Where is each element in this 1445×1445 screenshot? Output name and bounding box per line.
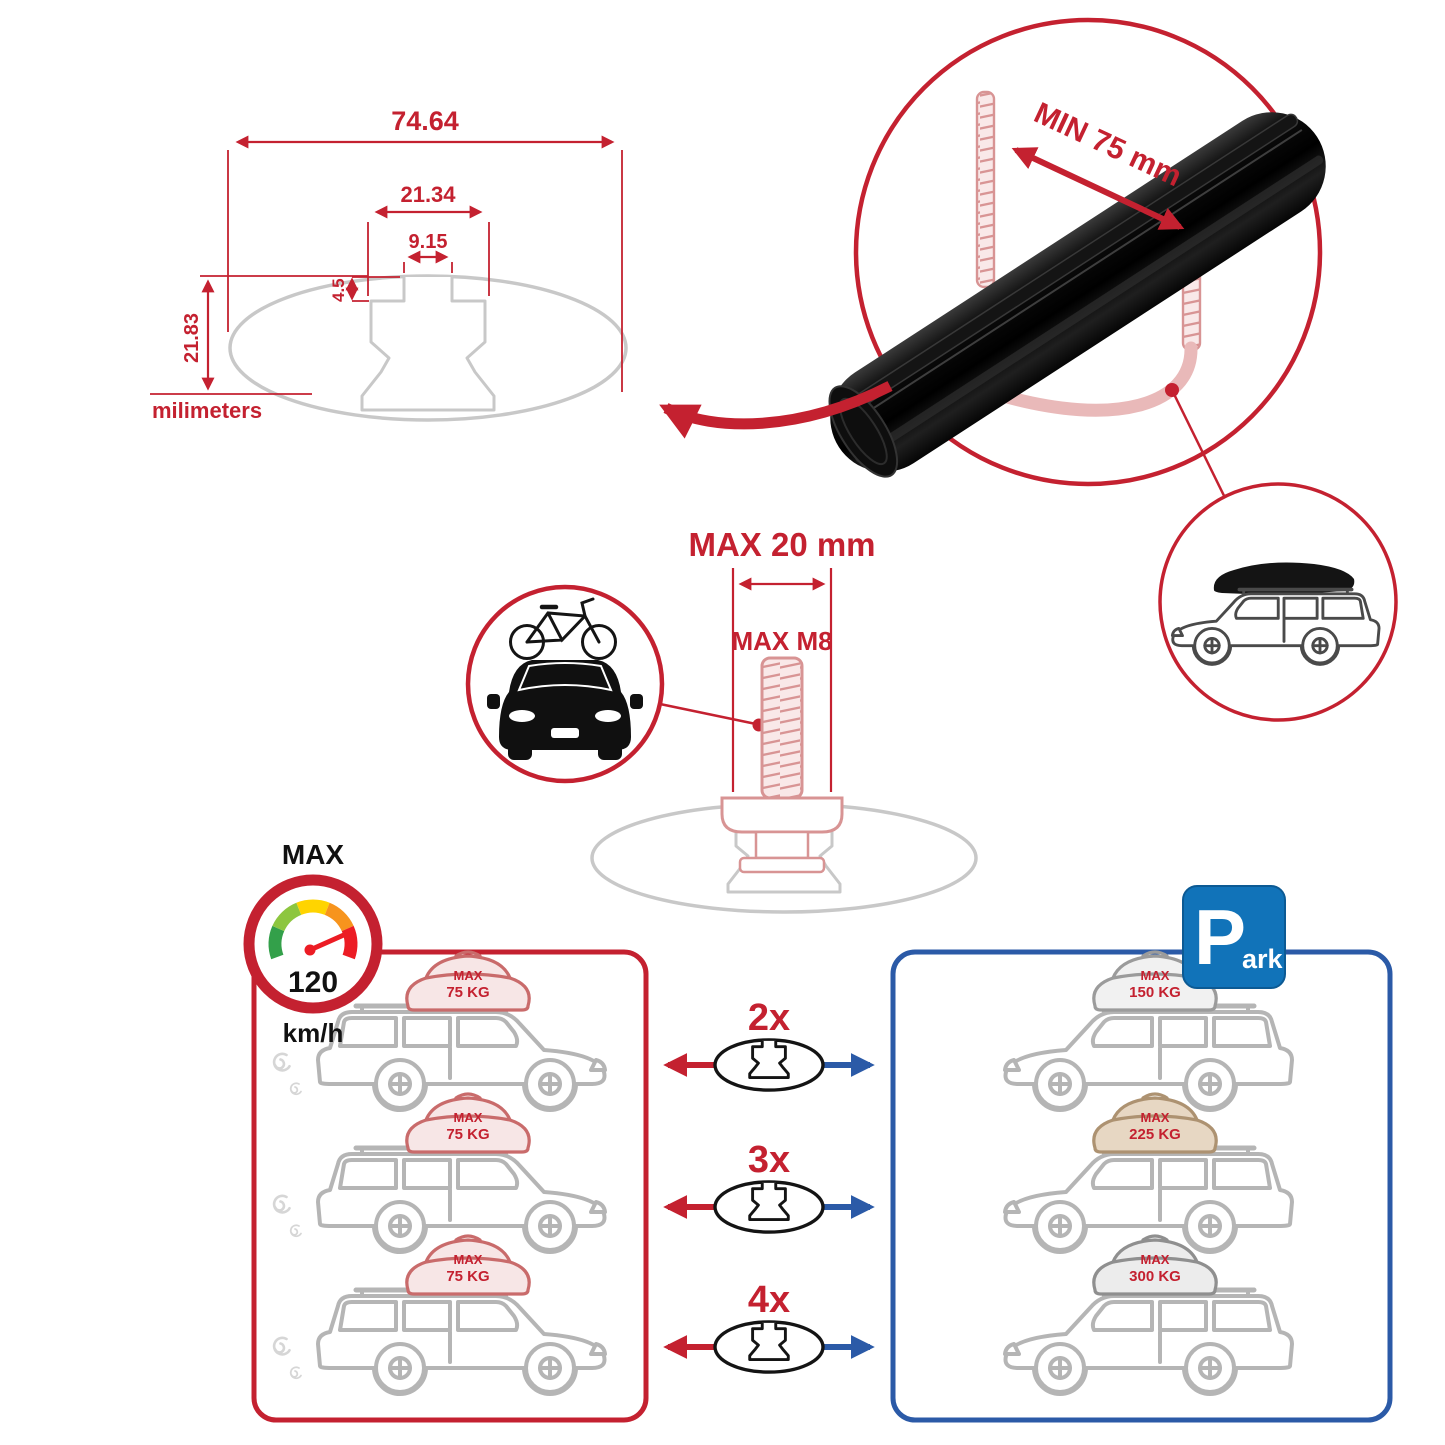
u-bolt — [975, 90, 1202, 417]
leader-to-suv — [1170, 389, 1234, 513]
capacity-comparison: MAX 75 KG MAX 75 KG MAX 75 KG MAX 150 KG… — [251, 949, 1393, 1423]
speed-max-label: MAX — [282, 839, 345, 870]
gauge-yellow — [296, 899, 330, 915]
car-front-icon — [487, 660, 643, 760]
qty-row-1: 2x — [663, 997, 875, 1092]
car-windshield — [517, 662, 613, 692]
crossbar-highlight — [855, 155, 1324, 463]
gauge-lightgreen — [272, 902, 302, 932]
crossbar-section-icon — [713, 1180, 825, 1234]
bag-label: MAX — [454, 968, 483, 983]
qty-label: 2x — [748, 997, 790, 1039]
dim-slot-width-label: 9.15 — [409, 231, 448, 253]
mounting-bolt — [720, 656, 844, 874]
bolt-channel-stem — [754, 830, 810, 860]
car-headlight-right — [595, 710, 621, 722]
speed-value: 120 — [288, 966, 338, 999]
arrow-to-cross-section — [659, 381, 893, 439]
speed-units: km/h — [283, 1018, 344, 1048]
crossbar-body — [830, 112, 1326, 472]
bag-weight: 75 KG — [446, 1268, 489, 1285]
roof-box — [1213, 562, 1355, 595]
units-label: milimeters — [152, 398, 262, 423]
crossbar-groove — [841, 129, 1303, 430]
bolt-flange — [720, 796, 844, 834]
bag-weight: 225 KG — [1129, 1126, 1181, 1143]
bolt-t-nut — [738, 856, 826, 874]
min-span-arrow — [1011, 147, 1185, 230]
bike-frame — [525, 611, 601, 644]
bag-label: MAX — [1141, 1110, 1170, 1125]
car-mirror-right — [630, 694, 643, 709]
u-bolt-rod-left — [975, 90, 996, 289]
roofbox-suv-callout — [1158, 482, 1398, 722]
bicycle-icon — [509, 597, 617, 660]
dim-slot-depth-label: 4.5 — [329, 278, 348, 302]
car-mirror-left — [487, 694, 500, 709]
speed-ring — [243, 874, 383, 1014]
bag-weight: 75 KG — [446, 984, 489, 1001]
gauge-red — [341, 925, 358, 960]
car-headlight-left — [509, 710, 535, 722]
park-sign: P ark — [1182, 885, 1286, 989]
gauge-orange — [324, 902, 354, 932]
qty-label: 4x — [748, 1279, 790, 1321]
bag-weight: 300 KG — [1129, 1268, 1181, 1285]
gauge-green — [268, 925, 285, 960]
qty-row-3: 4x — [663, 1279, 875, 1374]
qty-label: 3x — [748, 1139, 790, 1181]
cross-section-diagram: 74.64 21.34 9.15 4.5 21.83 milimeters — [150, 106, 628, 423]
crossbar-callout: MIN 75 mm — [659, 17, 1326, 513]
qty-row-2: 3x — [663, 1139, 875, 1234]
dimension-lines — [150, 150, 623, 395]
dim-total-width-label: 74.64 — [391, 106, 459, 136]
dimension-arrows — [201, 135, 615, 391]
gauge-needle — [307, 931, 349, 953]
car-plate — [551, 728, 579, 738]
bolt-max-length-label: MAX 20 mm — [688, 526, 875, 563]
bike-handlebar — [580, 597, 595, 618]
bar-profile-t-slot — [360, 277, 496, 412]
leader-to-bolt — [659, 702, 757, 726]
park-sign-plate — [1182, 885, 1286, 989]
bag-label: MAX — [1141, 1252, 1170, 1267]
bag-label: MAX — [1141, 968, 1170, 983]
speed-limit-badge: MAX 120 km/h — [243, 839, 383, 1048]
u-bolt-curve — [993, 341, 1198, 417]
bike-car-callout — [465, 584, 665, 784]
gauge-pivot — [304, 944, 316, 956]
park-sign-suffix: ark — [1242, 944, 1284, 974]
crossbar-end-profile — [838, 397, 888, 466]
bolt-max-thread-label: MAX M8 — [731, 626, 832, 656]
bolt-spec-diagram: MAX 20 mm MAX M8 — [590, 526, 978, 914]
bag-label: MAX — [454, 1110, 483, 1125]
park-sign-letter: P — [1194, 893, 1246, 981]
gauge-arcs — [268, 899, 358, 960]
bag-weight: 150 KG — [1129, 984, 1181, 1001]
dim-height-label: 21.83 — [181, 313, 203, 363]
bolt-threaded-stud — [760, 656, 804, 800]
dim-channel-width-label: 21.34 — [400, 182, 456, 207]
bag-label: MAX — [454, 1252, 483, 1267]
leader-dot — [1165, 383, 1179, 397]
bike-front-wheel — [581, 624, 617, 660]
crossbar-section-icon — [713, 1320, 825, 1374]
bag-weight: 75 KG — [446, 1126, 489, 1143]
crossbar-section-icon — [713, 1038, 825, 1092]
